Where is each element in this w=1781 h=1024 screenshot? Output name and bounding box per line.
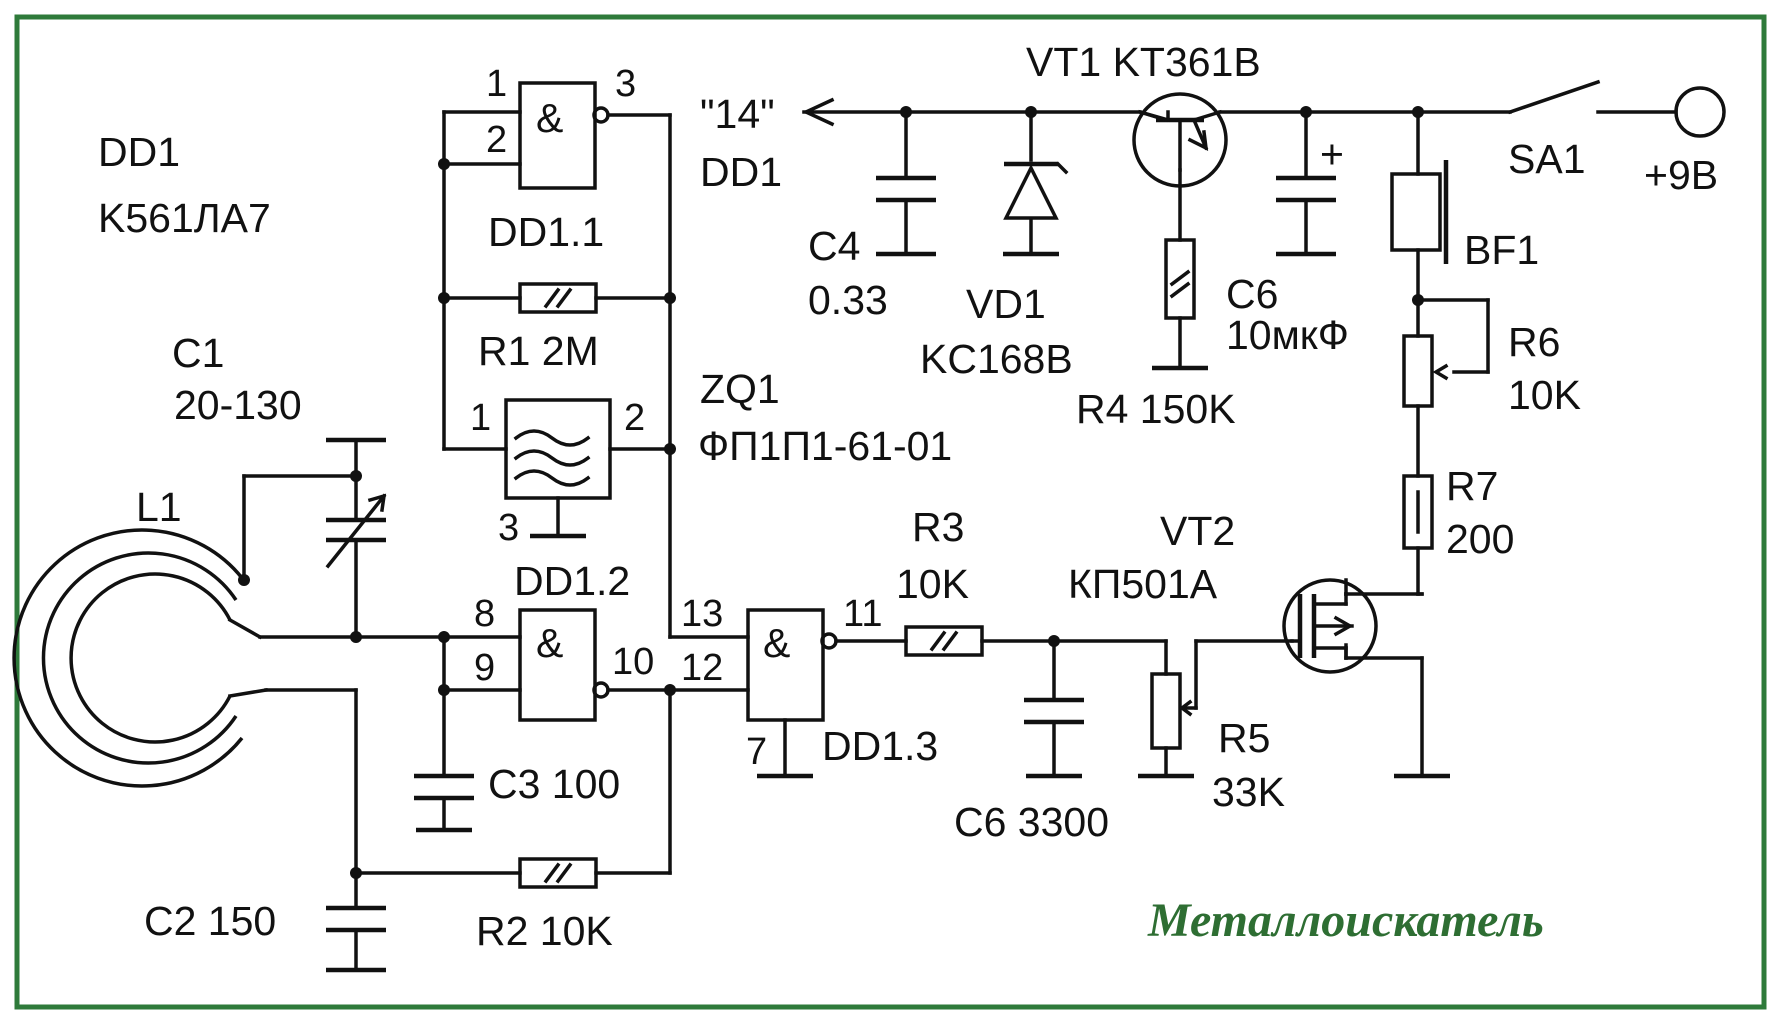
capacitor-c3: C3 100 xyxy=(414,761,620,807)
gate-dd1-1-pin-2: 2 xyxy=(486,119,507,161)
transistor-vt1: VT1 KT361B xyxy=(1026,39,1261,188)
gate-dd1-3: & 13 12 11 7 DD1.3 xyxy=(681,593,938,773)
pin14-arrow: "14" DD1 xyxy=(700,91,835,195)
gate-dd1-1-symbol: & xyxy=(536,95,563,141)
gate-dd1-1-pin-1: 1 xyxy=(486,63,507,105)
capacitor-c1-value: 20-130 xyxy=(174,382,302,428)
diode-vd1-ref: VD1 xyxy=(966,281,1046,327)
diode-vd1: VD1 KC168B xyxy=(920,161,1073,382)
speaker-bf1: BF1 xyxy=(1390,160,1539,273)
gate-dd1-1: & 1 2 3 DD1.1 xyxy=(486,63,636,255)
gate-dd1-1-label: DD1.1 xyxy=(488,209,604,255)
gate-dd1-2-pin-8: 8 xyxy=(474,593,495,635)
chip-type: K561ЛА7 xyxy=(98,195,271,241)
resistor-r3-value: 10K xyxy=(896,561,969,607)
resistor-r3: R3 10K xyxy=(896,504,984,657)
capacitor-c2: C2 150 xyxy=(144,898,386,973)
transistor-vt2: VT2 КП501А xyxy=(1068,508,1450,779)
resistor-r3-ref: R3 xyxy=(912,504,964,550)
gate-dd1-3-label: DD1.3 xyxy=(822,723,938,769)
filter-ref: ZQ1 xyxy=(700,366,780,412)
resistor-r4: R4 150K xyxy=(1076,238,1236,432)
transistor-vt2-ref: VT2 xyxy=(1160,508,1235,554)
switch-sa1: SA1 +9B xyxy=(1507,79,1726,198)
coil-l1-label: L1 xyxy=(136,484,182,530)
resistor-r7: R7 200 xyxy=(1402,463,1514,562)
pin14-chip: DD1 xyxy=(700,149,782,195)
capacitor-c6-3300: C6 3300 xyxy=(954,697,1109,845)
switch-sa1-label: SA1 xyxy=(1508,136,1586,182)
filter-type: ФП1П1-61-01 xyxy=(698,423,952,469)
wires-output xyxy=(834,639,1294,779)
filter-zq1: 1 2 3 ZQ1 ФП1П1-61-01 xyxy=(470,366,952,549)
resistor-r1: R1 2M xyxy=(478,282,599,374)
capacitor-c6-10uf-ref: C6 xyxy=(1226,271,1278,317)
capacitor-c2-label: C2 150 xyxy=(144,898,276,944)
gate-dd1-3-pin-11: 11 xyxy=(843,593,882,635)
diode-vd1-type: KC168B xyxy=(920,336,1073,382)
pin14-label: "14" xyxy=(700,91,775,137)
filter-pin-1: 1 xyxy=(470,397,491,439)
resistor-r1-label: R1 2M xyxy=(478,328,599,374)
capacitor-c6-plus: + xyxy=(1320,131,1344,177)
resistor-r6: R6 10K xyxy=(1402,319,1581,418)
gate-dd1-3-pin-13: 13 xyxy=(681,593,723,635)
capacitor-c3-label: C3 100 xyxy=(488,761,620,807)
gate-dd1-2: & 8 9 10 DD1.2 xyxy=(474,558,654,722)
gate-dd1-3-pin-12: 12 xyxy=(681,647,723,689)
filter-pin-3: 3 xyxy=(498,507,519,549)
wires-power xyxy=(802,110,1678,596)
resistor-r6-ref: R6 xyxy=(1508,319,1560,365)
resistor-r5-ref: R5 xyxy=(1218,715,1270,761)
gate-dd1-3-symbol: & xyxy=(763,620,790,666)
capacitor-c6-3300-label: C6 3300 xyxy=(954,799,1109,845)
frame-border xyxy=(14,14,1767,1010)
gate-dd1-2-pin-10: 10 xyxy=(612,641,654,683)
junction-dots xyxy=(238,106,1424,879)
resistor-r2-label: R2 10K xyxy=(476,908,613,954)
gate-dd1-2-symbol: & xyxy=(536,620,563,666)
capacitor-c4-ref: C4 xyxy=(808,223,860,269)
gate-dd1-3-pin-7: 7 xyxy=(746,731,767,773)
resistor-r7-value: 200 xyxy=(1446,516,1514,562)
gate-dd1-2-pin-9: 9 xyxy=(474,647,495,689)
resistor-r2: R2 10K xyxy=(476,857,613,954)
resistor-r5-value: 33K xyxy=(1212,769,1285,815)
capacitor-c1-ref: C1 xyxy=(172,330,224,376)
resistor-r5: R5 33K xyxy=(1150,672,1285,815)
speaker-bf1-label: BF1 xyxy=(1464,227,1539,273)
transistor-vt2-type: КП501А xyxy=(1068,561,1218,607)
coil-l1: L1 xyxy=(12,484,269,788)
gate-dd1-2-label: DD1.2 xyxy=(514,558,630,604)
resistor-r6-value: 10K xyxy=(1508,372,1581,418)
wires-input xyxy=(242,438,672,972)
resistor-r7-ref: R7 xyxy=(1446,463,1498,509)
capacitor-c4-value: 0.33 xyxy=(808,277,888,323)
capacitor-c6-10uf-value: 10мкФ xyxy=(1226,312,1349,358)
capacitor-c1: C1 20-130 xyxy=(172,330,387,569)
supply-terminal xyxy=(1674,86,1726,138)
diagram-title: Металлоискатель xyxy=(1147,894,1544,947)
capacitor-c6-10uf: + C6 10мкФ xyxy=(1226,131,1349,358)
chip-ref: DD1 xyxy=(98,129,180,175)
filter-pin-2: 2 xyxy=(624,397,645,439)
gate-dd1-1-pin-3: 3 xyxy=(615,63,636,105)
capacitor-c4: C4 0.33 xyxy=(808,175,936,323)
wires-oscillator xyxy=(442,110,750,875)
transistor-vt1-label: VT1 KT361B xyxy=(1026,39,1261,85)
resistor-r4-label: R4 150K xyxy=(1076,386,1236,432)
supply-label: +9B xyxy=(1644,152,1718,198)
